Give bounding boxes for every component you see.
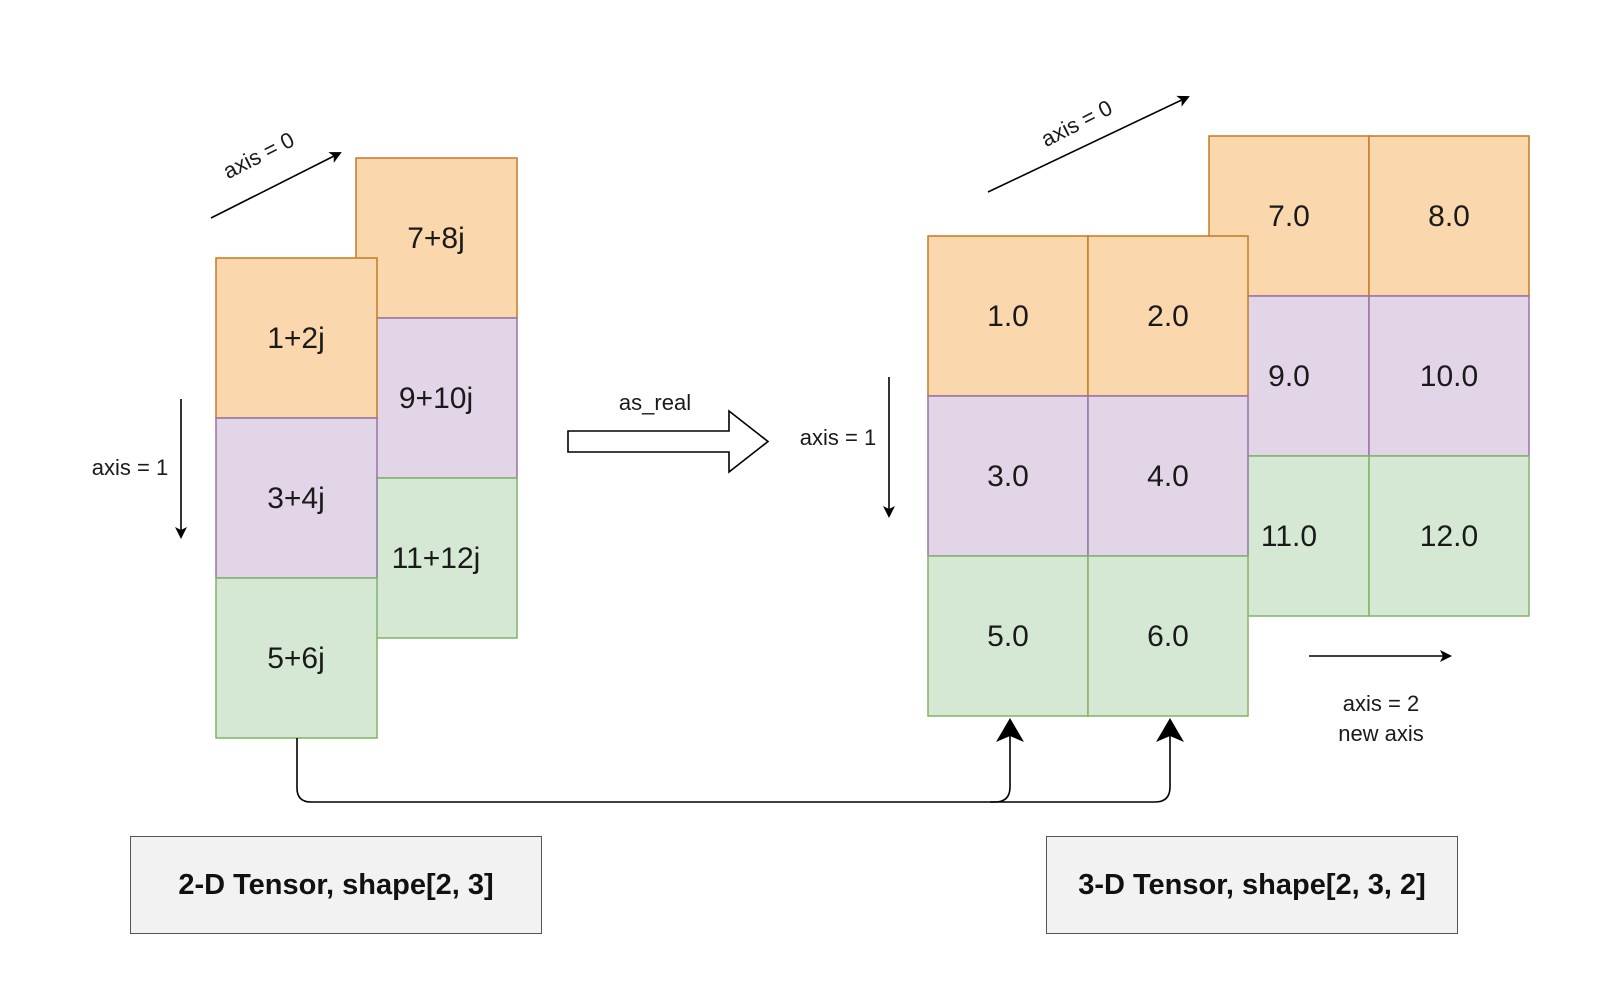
input-cell-back-1 <box>355 317 518 479</box>
connector-to-output-col0 <box>296 718 1024 803</box>
output-value-front-2-1: 6.0 <box>1147 620 1189 653</box>
output-axis0-arrow <box>987 95 1190 193</box>
input-axis1-label: axis = 1 <box>92 455 168 480</box>
output-axis0-label: axis = 0 <box>1037 95 1116 152</box>
output-value-front-1-0: 3.0 <box>987 460 1029 493</box>
output-cell-back-1-1 <box>1368 295 1530 457</box>
output-value-front-0-1: 2.0 <box>1147 300 1189 333</box>
output-value-back-2-0: 11.0 <box>1261 520 1317 553</box>
input-value-back-0: 7+8j <box>407 222 465 255</box>
output-axis2-label: axis = 2 <box>1343 691 1419 716</box>
input-tensor-caption: 2-D Tensor, shape[2, 3] <box>130 836 542 934</box>
connector-to-output-col1 <box>990 718 1184 803</box>
as-real-label: as_real <box>619 390 691 415</box>
output-value-back-1-0: 9.0 <box>1268 360 1310 393</box>
output-cell-back-2-1 <box>1368 455 1530 617</box>
output-cell-back-0-1 <box>1368 135 1530 297</box>
output-value-front-2-0: 5.0 <box>987 620 1029 653</box>
input-axis0-arrow <box>210 152 342 219</box>
output-value-back-0-0: 7.0 <box>1268 200 1310 233</box>
output-cell-front-0-0 <box>927 235 1089 397</box>
output-value-front-0-0: 1.0 <box>987 300 1029 333</box>
input-back-column: 7+8j 9+10j 11+12j <box>355 157 518 639</box>
input-axis0-label: axis = 0 <box>219 127 298 184</box>
input-value-front-1: 3+4j <box>267 482 325 515</box>
output-back-slab: 7.0 8.0 9.0 10.0 11.0 12.0 <box>1208 135 1530 617</box>
output-cell-front-1-0 <box>927 395 1089 557</box>
input-cell-front-2 <box>215 577 378 739</box>
input-value-back-1: 9+10j <box>399 382 473 415</box>
input-value-back-2: 11+12j <box>392 542 481 575</box>
as-real-arrow <box>567 409 770 474</box>
output-value-back-1-1: 10.0 <box>1420 360 1478 393</box>
output-value-back-0-1: 8.0 <box>1428 200 1470 233</box>
output-axis1-label: axis = 1 <box>800 425 876 450</box>
output-cell-front-2-1 <box>1087 555 1249 717</box>
output-value-back-2-1: 12.0 <box>1420 520 1478 553</box>
output-axis2-sublabel: new axis <box>1338 721 1424 746</box>
output-front-slab: 1.0 2.0 3.0 4.0 5.0 6.0 <box>927 235 1249 717</box>
input-value-front-0: 1+2j <box>267 322 325 355</box>
output-value-front-1-1: 4.0 <box>1147 460 1189 493</box>
input-value-front-2: 5+6j <box>267 642 325 675</box>
input-cell-back-0 <box>355 157 518 319</box>
input-cell-back-2 <box>355 477 518 639</box>
output-cell-front-0-1 <box>1087 235 1249 397</box>
output-tensor-caption: 3-D Tensor, shape[2, 3, 2] <box>1046 836 1458 934</box>
input-front-column: 1+2j 3+4j 5+6j <box>215 257 378 739</box>
